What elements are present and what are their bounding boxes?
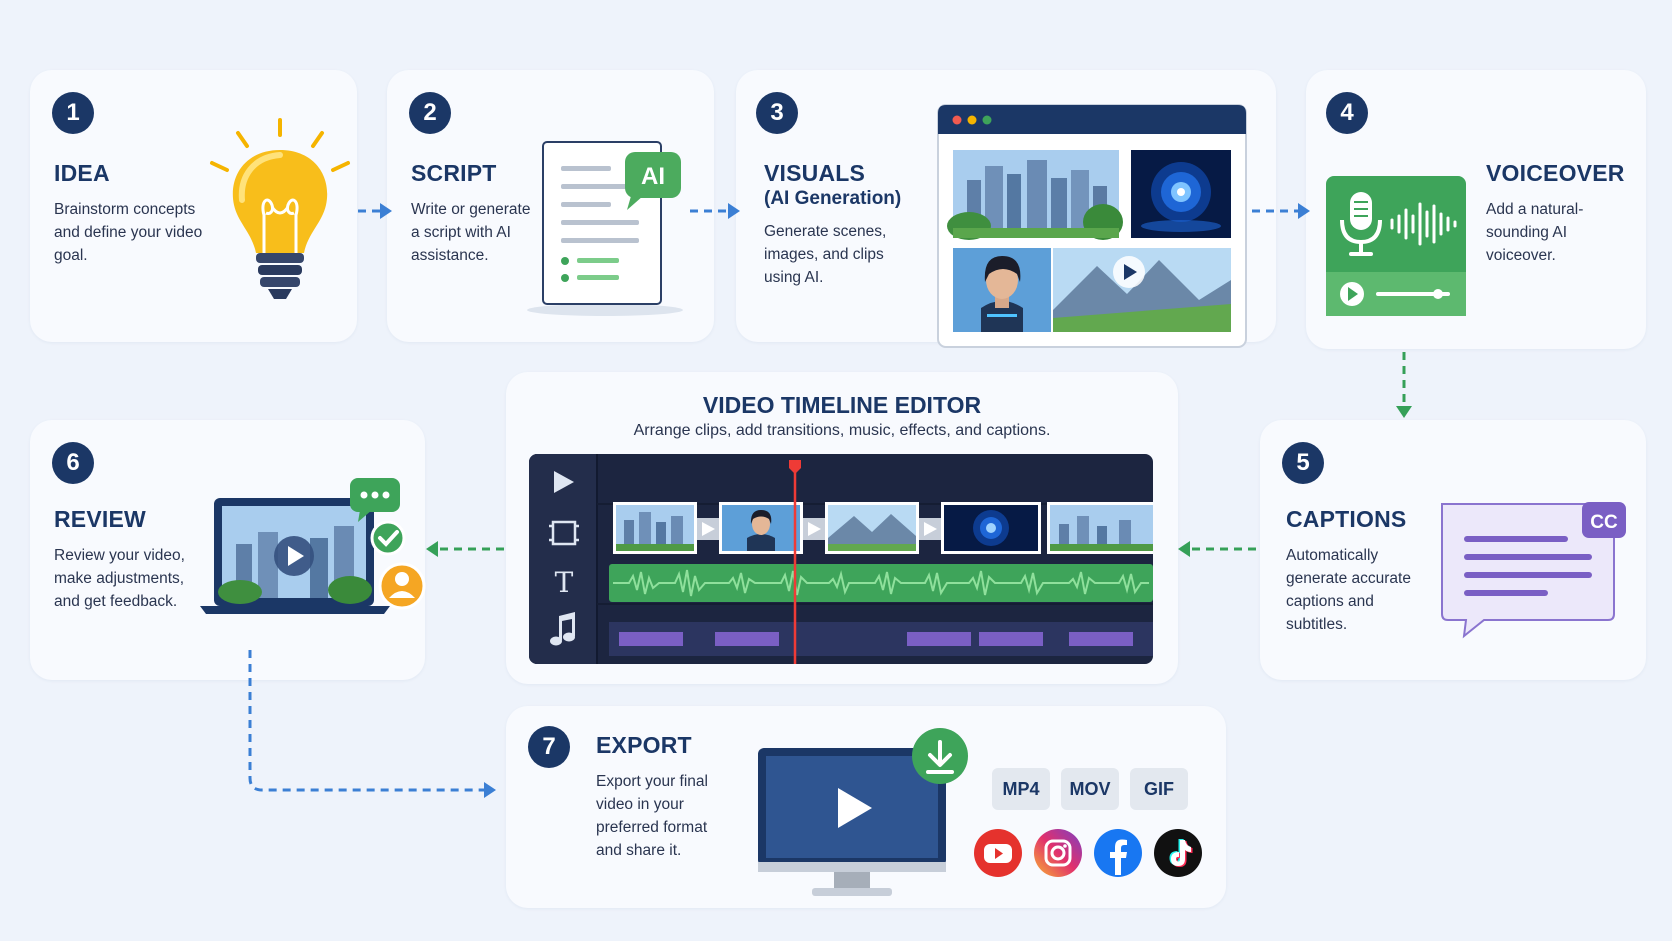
crop-frame-icon [549,520,579,546]
step-description: Add a natural-sounding AI voiceover. [1486,201,1584,264]
play-icon [838,788,872,828]
lightbulb-icon [210,118,350,299]
step-number: 5 [1282,442,1324,484]
step-description: Write or generate a script with AI assis… [411,201,531,264]
step-number: 1 [52,92,94,134]
step-card-export: 7 EXPORT Export your final video in your… [506,706,1226,908]
step-title: CAPTIONS [1286,506,1407,532]
instagram-icon[interactable] [1034,829,1082,877]
ai-visuals-browser-window [937,104,1247,348]
step-number: 3 [756,92,798,134]
step-card-captions: 5 CAPTIONS Automatically generate accura… [1260,420,1646,680]
facebook-icon[interactable] [1094,829,1142,877]
step-card-idea: 1 IDEA Brainstorm concepts and define yo… [30,70,357,342]
step-number: 6 [52,442,94,484]
tiktok-icon[interactable] [1154,829,1202,877]
step-subtitle: (AI Generation) [764,188,902,209]
video-timeline-editor[interactable]: T [529,454,1153,664]
step-number: 2 [409,92,451,134]
step-card-script: 2 SCRIPT Write or generate a script with… [387,70,714,342]
format-gif-button[interactable]: GIF [1130,768,1188,810]
step-card-review: 6 REVIEW Review your video, make adjustm… [30,420,426,680]
script-document-icon: AI [527,141,683,316]
mountain-video-clip-image [1053,248,1231,332]
captions-bubble-icon: CC [1441,502,1626,639]
export-monitor-icon [758,728,968,896]
step-description: Review your video, make adjustments, and… [54,547,185,610]
format-mp4-button[interactable]: MP4 [992,768,1050,810]
text-icon: T [555,566,574,599]
step-card-voiceover: 4 VOICEOVER Add a natural-sounding AI vo… [1306,70,1646,349]
step-title: IDEA [54,160,110,186]
step-description: Generate scenes, images, and clips using… [764,223,887,286]
step-title: VOICEOVER [1486,160,1625,186]
caption-track [609,622,1153,656]
energy-portal-image [1131,150,1231,238]
step-title: SCRIPT [411,160,497,186]
music-note-icon [550,612,575,646]
sound-wave-icon [1390,202,1457,246]
review-laptop-icon [200,478,426,614]
checkmark-icon [370,520,406,556]
youtube-icon[interactable] [974,829,1022,877]
arrow-6-to-7 [248,650,486,792]
step-title: VISUALS [764,160,866,186]
play-icon [554,471,574,493]
playhead [789,460,801,664]
step-title: REVIEW [54,506,146,532]
video-clip-track [613,502,1153,554]
microphone-icon [1340,192,1382,256]
step-number: 7 [528,726,570,768]
voice-recorder-icon [1326,176,1466,316]
city-scene-image [947,150,1123,240]
character-image [953,248,1051,332]
step-description: Export your final video in your preferre… [596,773,708,859]
step-description: Automatically generate accurate captions… [1286,547,1411,633]
ai-badge: AI [641,163,665,190]
step-title: EXPORT [596,732,692,758]
format-mov-button[interactable]: MOV [1061,768,1119,810]
audio-waveform-track [609,564,1153,602]
cc-badge: CC [1590,512,1618,533]
step-description: Brainstorm concepts and define your vide… [54,201,203,264]
timeline-subtitle: Arrange clips, add transitions, music, e… [633,422,1051,439]
timeline-title: VIDEO TIMELINE EDITOR [702,392,982,418]
step-number: 4 [1326,92,1368,134]
